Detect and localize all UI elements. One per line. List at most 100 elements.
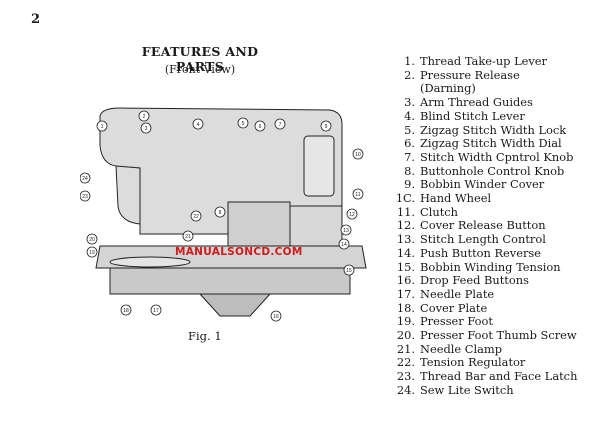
item-label: Cover Release Button — [420, 218, 546, 233]
item-label: Zigzag Stitch Width Dial — [420, 136, 562, 151]
list-item: 20. Presser Foot Thumb Screw — [391, 328, 577, 343]
item-label: Thread Take-up Lever — [420, 54, 547, 68]
item-number: 6. — [404, 136, 415, 151]
list-item: 4. Blind Stitch Lever — [391, 108, 577, 124]
item-label: Stitch Width Cpntrol Knob — [420, 149, 574, 164]
callout-13: 13 — [343, 228, 349, 234]
section-title: FEATURES AND PARTS — [141, 44, 259, 74]
item-number: 16. — [396, 273, 415, 288]
list-item: 1. Thread Take-up Lever — [391, 54, 577, 69]
item-number: 1C. — [395, 191, 415, 206]
list-item: 23. Thread Bar and Face Latch — [391, 369, 578, 384]
callout-5: 5 — [242, 121, 245, 127]
list-item: 17. Needle Plate — [391, 286, 577, 302]
item-label: Clutch — [420, 204, 458, 219]
item-label: Buttonhole Control Knob — [420, 163, 565, 178]
item-label: Blind Stitch Lever — [420, 108, 525, 123]
item-label: Arm Thread Guides — [420, 95, 533, 110]
list-item: 18. Cover Plate — [391, 300, 577, 316]
item-number: 18. — [396, 300, 415, 315]
list-item: 1C.Hand Wheel — [391, 191, 577, 206]
list-item: 3. Arm Thread Guides — [391, 95, 577, 110]
item-label: Cover Plate — [420, 300, 488, 315]
callout-18: 18 — [123, 308, 129, 314]
callout-20: 20 — [89, 237, 95, 243]
item-label: Presser Foot Thumb Screw — [420, 328, 577, 343]
page-number: 2 — [31, 12, 41, 27]
callout-1: 1 — [101, 124, 104, 130]
callout-2: 2 — [143, 114, 146, 120]
sewing-machine-figure: 1 2 3 4 5 6 7 8 9 10 11 12 13 14 15 16 1… — [80, 107, 367, 322]
item-number: 8. — [404, 163, 415, 178]
item-label: Presser Foot — [420, 314, 493, 329]
item-label: Needle Plate — [420, 286, 495, 301]
item-number: 17. — [396, 286, 415, 301]
item-number: 3. — [404, 95, 415, 110]
list-item: 19. Presser Foot — [391, 315, 577, 329]
list-item: 21.Needle Clamp — [391, 341, 577, 357]
list-item: 13. Stitch Length Control — [391, 232, 577, 247]
item-label: Drop Feed Buttons — [420, 273, 529, 288]
list-item: 24. Sew Lite Switch — [391, 382, 577, 398]
item-label: Sew Lite Switch — [420, 382, 514, 397]
item-number: 7. — [404, 149, 415, 164]
item-number: 12. — [396, 218, 415, 233]
list-item: 5. Zigzag Stitch Width Lock — [391, 122, 577, 138]
item-number: 24. — [396, 382, 415, 397]
figure-caption: Fig. 1 — [188, 329, 222, 343]
item-label: Tension Regulator — [420, 355, 526, 370]
callout-23: 23 — [82, 194, 88, 200]
item-number: 5. — [404, 122, 415, 137]
callout-3: 3 — [145, 126, 148, 132]
list-item: 6. Zigzag Stitch Width Dial — [391, 137, 577, 151]
item-number: 22. — [396, 355, 415, 370]
item-label: Bobbin Winding Tension — [420, 259, 561, 274]
item-number: 9. — [404, 177, 415, 192]
list-item: 16. Drop Feed Buttons — [391, 274, 577, 288]
list-item: (Darning) — [391, 82, 577, 96]
parts-list: 1. Thread Take-up Lever 2. Pressure Releas… — [391, 54, 578, 398]
callout-6: 6 — [259, 124, 262, 130]
callout-21: 21 — [185, 234, 191, 240]
item-number: 1. — [404, 54, 415, 68]
item-number: 11. — [396, 204, 415, 219]
item-number: 14. — [396, 245, 415, 260]
item-label: (Darning) — [420, 81, 476, 96]
callout-11: 11 — [355, 192, 360, 198]
item-number: 4. — [404, 108, 415, 123]
callout-12: 12 — [349, 212, 355, 218]
item-number: 2. — [404, 67, 415, 82]
list-item: 8. Buttonhole Control Knob — [391, 163, 577, 179]
item-label: Thread Bar and Face Latch — [420, 369, 578, 384]
list-item: 9. Bobbin Winder Cover — [391, 178, 577, 192]
callout-17: 17 — [153, 308, 159, 314]
item-label: Zigzag Stitch Width Lock — [420, 122, 567, 137]
item-number: 23. — [396, 369, 415, 384]
list-item: 11. Clutch — [391, 204, 577, 220]
item-number: 20. — [396, 328, 415, 343]
item-number: 13. — [396, 232, 415, 247]
callout-15: 15 — [346, 268, 352, 274]
list-item: 15. Bobbin Winding Tension — [391, 259, 577, 275]
callout-7: 7 — [279, 122, 282, 128]
callout-16: 16 — [273, 314, 279, 320]
list-item: 14. Push Button Reverse — [391, 245, 577, 261]
callout-9: 9 — [325, 124, 328, 130]
item-number: 19. — [396, 314, 415, 329]
callout-14: 14 — [341, 242, 347, 248]
item-number: 15. — [396, 259, 415, 274]
item-label: Bobbin Winder Cover — [420, 177, 545, 192]
item-number: 21. — [396, 341, 415, 356]
callout-24: 24 — [82, 176, 88, 182]
section-subtitle: (Front View) — [164, 63, 236, 76]
item-number — [391, 82, 415, 96]
item-label: Pressure Release — [420, 67, 520, 82]
watermark: MANUALSONCD.COM — [175, 246, 303, 258]
machine-drawing — [95, 107, 367, 317]
list-item: 7. Stitch Width Cpntrol Knob — [391, 149, 577, 165]
list-item: 12. Cover Release Button — [391, 219, 577, 233]
list-item: 22. Tension Regulator — [391, 356, 577, 370]
item-label: Stitch Length Control — [420, 232, 546, 247]
callout-22: 22 — [193, 214, 199, 220]
item-label: Push Button Reverse — [420, 245, 542, 260]
